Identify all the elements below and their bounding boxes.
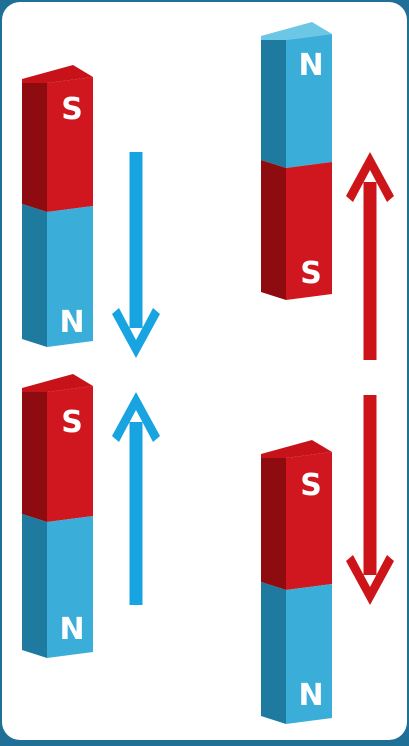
magnet-right-bottom: SN xyxy=(261,440,332,724)
arrow-shaft xyxy=(363,182,377,360)
magnet-lower-front-face xyxy=(286,162,332,300)
magnet-left-top: SN xyxy=(22,65,93,347)
magnet-upper-side-face xyxy=(22,392,47,522)
pole-label-bottom: S xyxy=(300,256,322,291)
pole-label-top: S xyxy=(300,468,322,503)
magnet-lower-side-face xyxy=(22,514,47,658)
arrow-shaft xyxy=(129,152,143,328)
pole-label-top: N xyxy=(298,48,323,83)
magnet-upper-front-face xyxy=(47,77,93,212)
magnet-lower-side-face xyxy=(261,160,286,300)
arrow-left-down xyxy=(112,152,160,358)
magnet-lower-front-face xyxy=(47,206,93,347)
arrow-shaft xyxy=(363,395,377,575)
magnet-upper-side-face xyxy=(261,40,286,168)
magnet-left-bottom: SN xyxy=(22,374,93,658)
magnet-upper-side-face xyxy=(261,458,286,590)
magnet-lower-front-face xyxy=(286,584,332,724)
magnet-upper-front-face xyxy=(47,386,93,522)
arrow-right-down xyxy=(346,395,394,605)
arrow-left-up xyxy=(112,392,160,605)
pole-label-bottom: N xyxy=(59,612,84,647)
pole-label-top: S xyxy=(61,92,83,127)
arrow-head xyxy=(346,555,394,605)
arrow-right-up xyxy=(346,152,394,360)
magnet-lower-side-face xyxy=(22,204,47,347)
arrow-head xyxy=(112,392,160,442)
arrow-shaft xyxy=(129,422,143,605)
magnet-upper-front-face xyxy=(286,34,332,168)
magnet-upper-side-face xyxy=(22,83,47,212)
magnet-right-top: NS xyxy=(261,22,332,300)
magnet-lower-side-face xyxy=(261,582,286,724)
pole-label-bottom: N xyxy=(59,305,84,340)
magnet-lower-front-face xyxy=(47,516,93,658)
arrow-head xyxy=(346,152,394,202)
pole-label-top: S xyxy=(61,405,83,440)
magnet-upper-front-face xyxy=(286,452,332,590)
pole-label-bottom: N xyxy=(298,678,323,713)
arrow-head xyxy=(112,308,160,358)
